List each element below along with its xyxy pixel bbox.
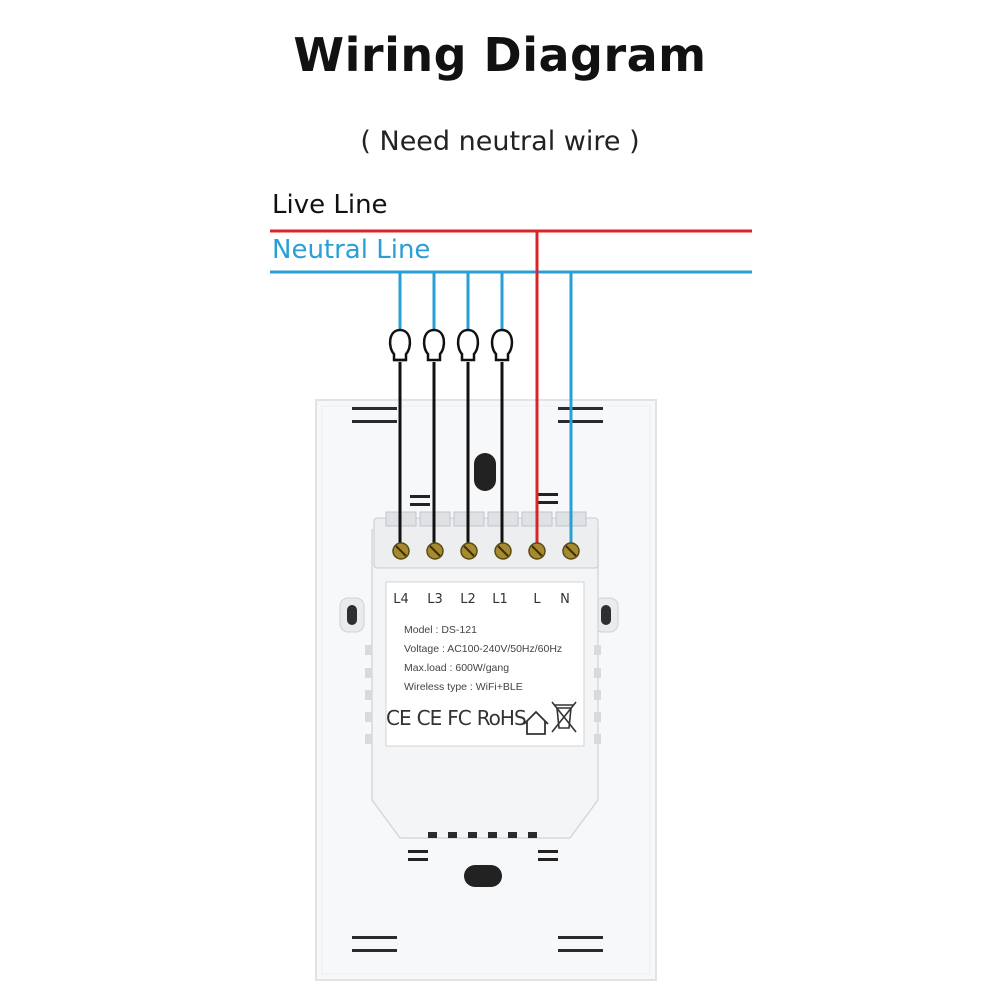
mount-slot	[464, 865, 502, 887]
subtitle: ( Need neutral wire )	[360, 126, 640, 157]
bulb-icon	[388, 328, 412, 362]
spec-voltage: Voltage : AC100-240V/50Hz/60Hz	[404, 643, 563, 655]
spec-label	[385, 581, 585, 747]
terminal-label-l: L	[533, 592, 541, 607]
terminal-label-l2: L2	[460, 592, 476, 607]
house-icon	[523, 710, 549, 735]
spec-model: Model : DS-121	[404, 624, 477, 636]
bulb-icon	[422, 328, 446, 362]
page-title: Wiring Diagram	[293, 28, 707, 82]
neutral-line-label: Neutral Line	[272, 235, 431, 265]
mount-slot	[474, 453, 496, 491]
spec-wireless: Wireless type : WiFi+BLE	[404, 681, 523, 693]
fc-mark: FC	[447, 706, 471, 730]
terminal-label-n: N	[560, 592, 570, 607]
plate-clips	[352, 407, 603, 952]
ce-mark-2: CE	[416, 706, 443, 730]
spec-max-load: Max.load : 600W/gang	[404, 662, 510, 674]
rohs-mark: RoHS	[476, 706, 527, 730]
certification-marks: CE CE FC RoHS	[386, 706, 527, 730]
bulb-icon	[456, 328, 480, 362]
live-line-label: Live Line	[272, 190, 388, 220]
ce-mark: CE	[386, 706, 412, 730]
bulb-icon	[490, 328, 514, 362]
terminal-label-l4: L4	[393, 592, 409, 607]
terminal-label-l3: L3	[427, 592, 443, 607]
weee-bin-icon	[551, 701, 577, 733]
terminal-label-l1: L1	[492, 592, 508, 607]
